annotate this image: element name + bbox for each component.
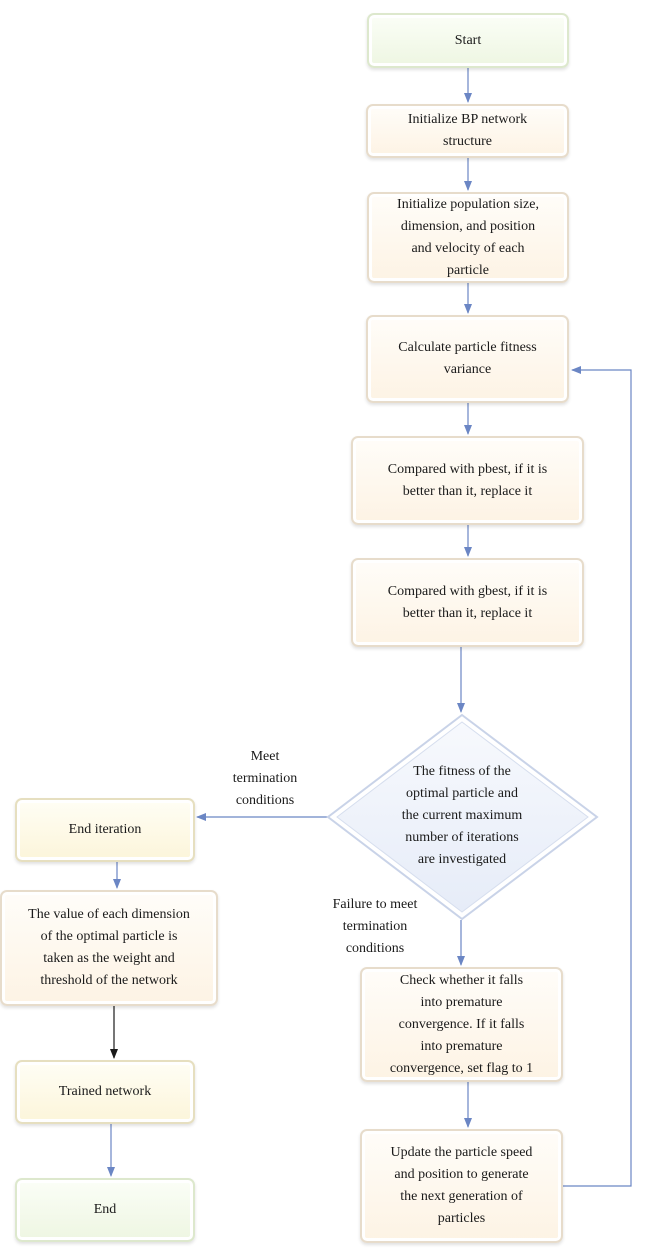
fail-line-3: conditions: [345, 941, 405, 956]
meet-line-2: termination: [232, 771, 298, 786]
end-label: End: [93, 1202, 117, 1217]
trained-network-node: Trained network: [15, 1060, 195, 1124]
end-iteration-node: End iteration: [15, 798, 195, 862]
decision-text: The fitness of the optimal particle and …: [368, 761, 556, 871]
init-bp-node: Initialize BP network structure: [366, 104, 569, 158]
decision-diamond: [326, 713, 599, 921]
calc-fitness-line-2: variance: [443, 362, 492, 377]
pbest-line-1: Compared with pbest, if it is: [387, 461, 548, 477]
gbest-line-1: Compared with gbest, if it is: [387, 583, 548, 599]
fail-line-1: Failure to meet: [332, 897, 418, 912]
start-label: Start: [454, 32, 482, 48]
calc-fitness-node: Calculate particle fitness variance: [366, 315, 569, 403]
gbest-line-2: better than it, replace it: [402, 605, 533, 621]
optimal-line-4: threshold of the network: [40, 973, 178, 988]
end-node: End: [15, 1178, 195, 1242]
pbest-node: Compared with pbest, if it is better tha…: [351, 436, 584, 525]
update-line-4: particles: [437, 1211, 486, 1226]
meet-termination-label: Meet termination conditions: [215, 746, 315, 812]
premature-line-4: into premature: [420, 1038, 503, 1054]
arrow-update-loop-back: [563, 366, 632, 1187]
gbest-node: Compared with gbest, if it is better tha…: [351, 558, 584, 647]
end-iteration-label: End iteration: [68, 822, 142, 837]
init-pop-line-4: particle: [447, 262, 489, 278]
decision-line-4: number of iterations: [405, 830, 519, 845]
premature-line-2: into premature: [420, 994, 503, 1010]
decision-line-1: The fitness of the: [413, 764, 511, 779]
init-pop-line-3: and velocity of each: [411, 240, 525, 256]
meet-line-1: Meet: [250, 749, 280, 764]
optimal-line-1: The value of each dimension: [28, 907, 190, 922]
update-line-1: Update the particle speed: [390, 1145, 533, 1160]
decision-line-3: the current maximum: [401, 808, 523, 823]
meet-line-3: conditions: [235, 793, 295, 808]
init-bp-line-1: Initialize BP network: [407, 112, 528, 127]
fail-line-2: termination: [342, 919, 408, 934]
init-pop-line-2: dimension, and position: [400, 218, 536, 234]
pbest-line-2: better than it, replace it: [402, 483, 533, 499]
premature-line-1: Check whether it falls: [399, 972, 524, 988]
init-population-node: Initialize population size, dimension, a…: [367, 192, 569, 283]
init-pop-line-1: Initialize population size,: [397, 196, 539, 212]
premature-line-3: convergence. If it falls: [398, 1016, 525, 1032]
optimal-line-3: taken as the weight and: [43, 951, 175, 966]
init-bp-line-2: structure: [443, 134, 492, 149]
update-line-3: the next generation of: [400, 1189, 523, 1204]
decision-line-5: are investigated: [417, 852, 507, 867]
premature-line-5: convergence, set flag to 1: [389, 1060, 534, 1076]
decision-line-2: optimal particle and: [406, 786, 518, 801]
premature-check-node: Check whether it falls into premature co…: [360, 967, 563, 1082]
optimal-line-2: of the optimal particle is: [40, 929, 178, 944]
start-node: Start: [367, 13, 569, 68]
update-line-2: and position to generate: [394, 1167, 529, 1182]
calc-fitness-line-1: Calculate particle fitness: [398, 340, 537, 355]
trained-label: Trained network: [58, 1084, 152, 1099]
optimal-value-node: The value of each dimension of the optim…: [0, 890, 218, 1006]
update-particle-node: Update the particle speed and position t…: [360, 1129, 563, 1243]
fail-termination-label: Failure to meet termination conditions: [320, 894, 430, 960]
